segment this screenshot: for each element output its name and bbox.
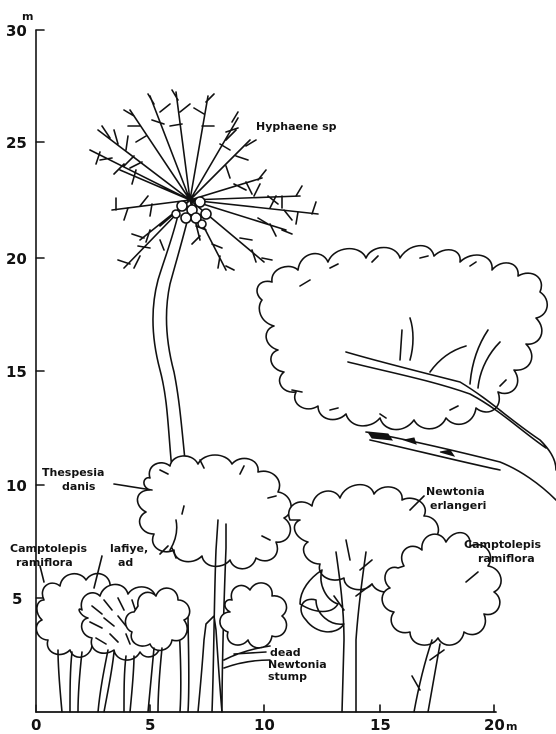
- label-camptolepis-left-line2: ramiflora: [16, 556, 73, 569]
- label-stump-line3: stump: [268, 670, 307, 683]
- label-newtonia-line2: erlangeri: [430, 499, 486, 512]
- x-tick-15: 15: [370, 716, 391, 734]
- palm-trunk: [153, 215, 188, 470]
- x-tick-10: 10: [254, 716, 275, 734]
- y-tick-20: 20: [6, 250, 27, 268]
- label-newtonia-line1: Newtonia: [426, 485, 485, 498]
- x-tick-0: 0: [31, 716, 41, 734]
- y-tick-25: 25: [6, 134, 27, 152]
- label-lafiye-line1: lafiye,: [110, 542, 148, 555]
- y-tick-15: 15: [6, 363, 27, 381]
- label-camptolepis-right-line2: ramiflora: [478, 552, 535, 565]
- y-tick-10: 10: [6, 477, 27, 495]
- x-tick-5: 5: [145, 716, 155, 734]
- thespesia-danis-tree: [137, 455, 291, 569]
- label-hyphaene: Hyphaene sp: [256, 120, 337, 133]
- understorey-crown-right: [220, 583, 287, 648]
- label-camptolepis-right-line1: Camptolepis: [464, 538, 542, 551]
- label-camptolepis-left-line1: Camptolepis: [10, 542, 88, 555]
- label-thespesia-line2: danis: [62, 480, 96, 493]
- newtonia-erlangeri-tree: [257, 246, 556, 500]
- label-lafiye-line2: ad: [118, 556, 133, 569]
- palm-fronds: [90, 90, 318, 270]
- y-tick-5: 5: [12, 590, 22, 608]
- x-axis-unit: m: [506, 720, 517, 733]
- y-tick-30: 30: [6, 22, 27, 40]
- label-thespesia-line1: Thespesia: [42, 466, 104, 479]
- thespesia-crown: [137, 455, 291, 569]
- x-tick-20: 20: [484, 716, 505, 734]
